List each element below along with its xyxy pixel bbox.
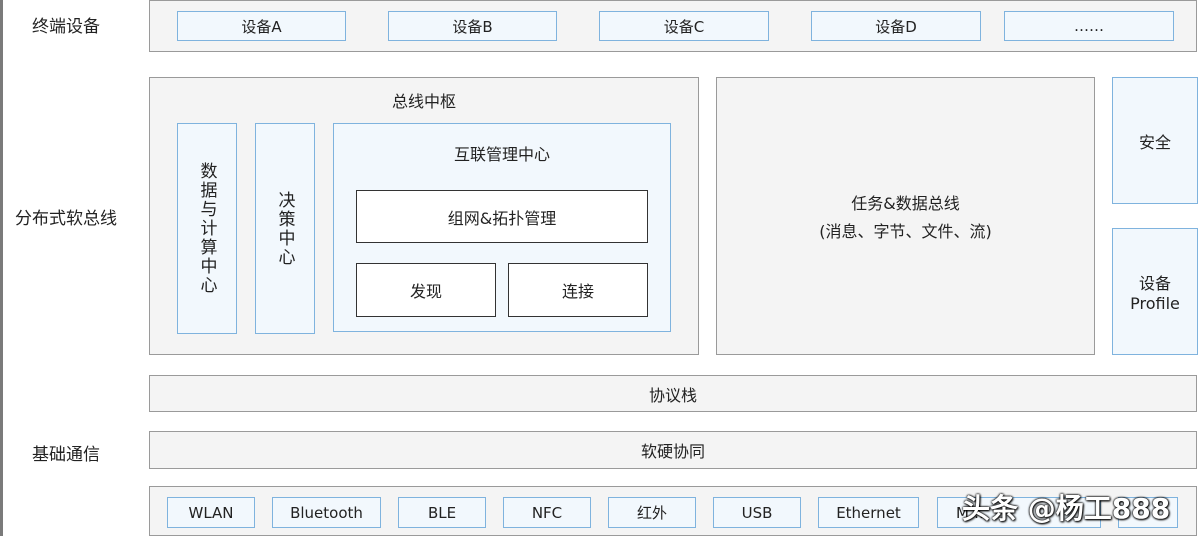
layer-label-softbus: 分布式软总线	[15, 208, 117, 229]
comm-infrared: 红外	[608, 497, 696, 528]
device-profile-line1: 设备	[1138, 274, 1171, 293]
data-compute-center: 数据与计算中心	[177, 123, 237, 334]
network-topology-box: 组网&拓扑管理	[356, 190, 648, 243]
comm-wlan: WLAN	[167, 497, 255, 528]
interconnect-center-title: 互联管理中心	[453, 145, 550, 164]
task-data-bus: 任务&数据总线 (消息、字节、文件、流)	[716, 77, 1095, 355]
comm-obscured: M…	[937, 497, 1101, 528]
device-c: 设备C	[599, 11, 769, 41]
data-compute-center-label: 数据与计算中心	[196, 162, 217, 295]
device-profile-line2: Profile	[1130, 294, 1180, 313]
layer-label-basecomm: 基础通信	[32, 444, 100, 465]
comm-bluetooth: Bluetooth	[272, 497, 381, 528]
comm-ble: BLE	[398, 497, 486, 528]
comm-nfc: NFC	[503, 497, 591, 528]
hw-sw-collab-bar: 软硬协同	[149, 431, 1197, 469]
comm-ethernet: Ethernet	[818, 497, 919, 528]
left-edge-line	[0, 0, 3, 536]
connection-box: 连接	[508, 263, 648, 317]
task-data-bus-title: 任务&数据总线	[851, 194, 960, 213]
protocol-stack-bar: 协议栈	[149, 375, 1197, 412]
task-data-bus-subtitle: (消息、字节、文件、流)	[819, 222, 992, 241]
decision-center-label: 决策中心	[274, 190, 295, 267]
device-d: 设备D	[811, 11, 981, 41]
decision-center: 决策中心	[255, 123, 315, 334]
bus-hub-title: 总线中枢	[391, 92, 456, 111]
layer-label-terminal: 终端设备	[32, 16, 100, 37]
watermark: 头条 @杨工888	[962, 492, 1171, 525]
discovery-box: 发现	[356, 263, 496, 317]
comm-more	[1118, 497, 1178, 528]
device-more: ……	[1004, 11, 1174, 41]
security-box: 安全	[1112, 77, 1198, 204]
comm-usb: USB	[713, 497, 801, 528]
device-b: 设备B	[388, 11, 557, 41]
device-profile-box: 设备 Profile	[1112, 228, 1198, 355]
device-a: 设备A	[177, 11, 346, 41]
